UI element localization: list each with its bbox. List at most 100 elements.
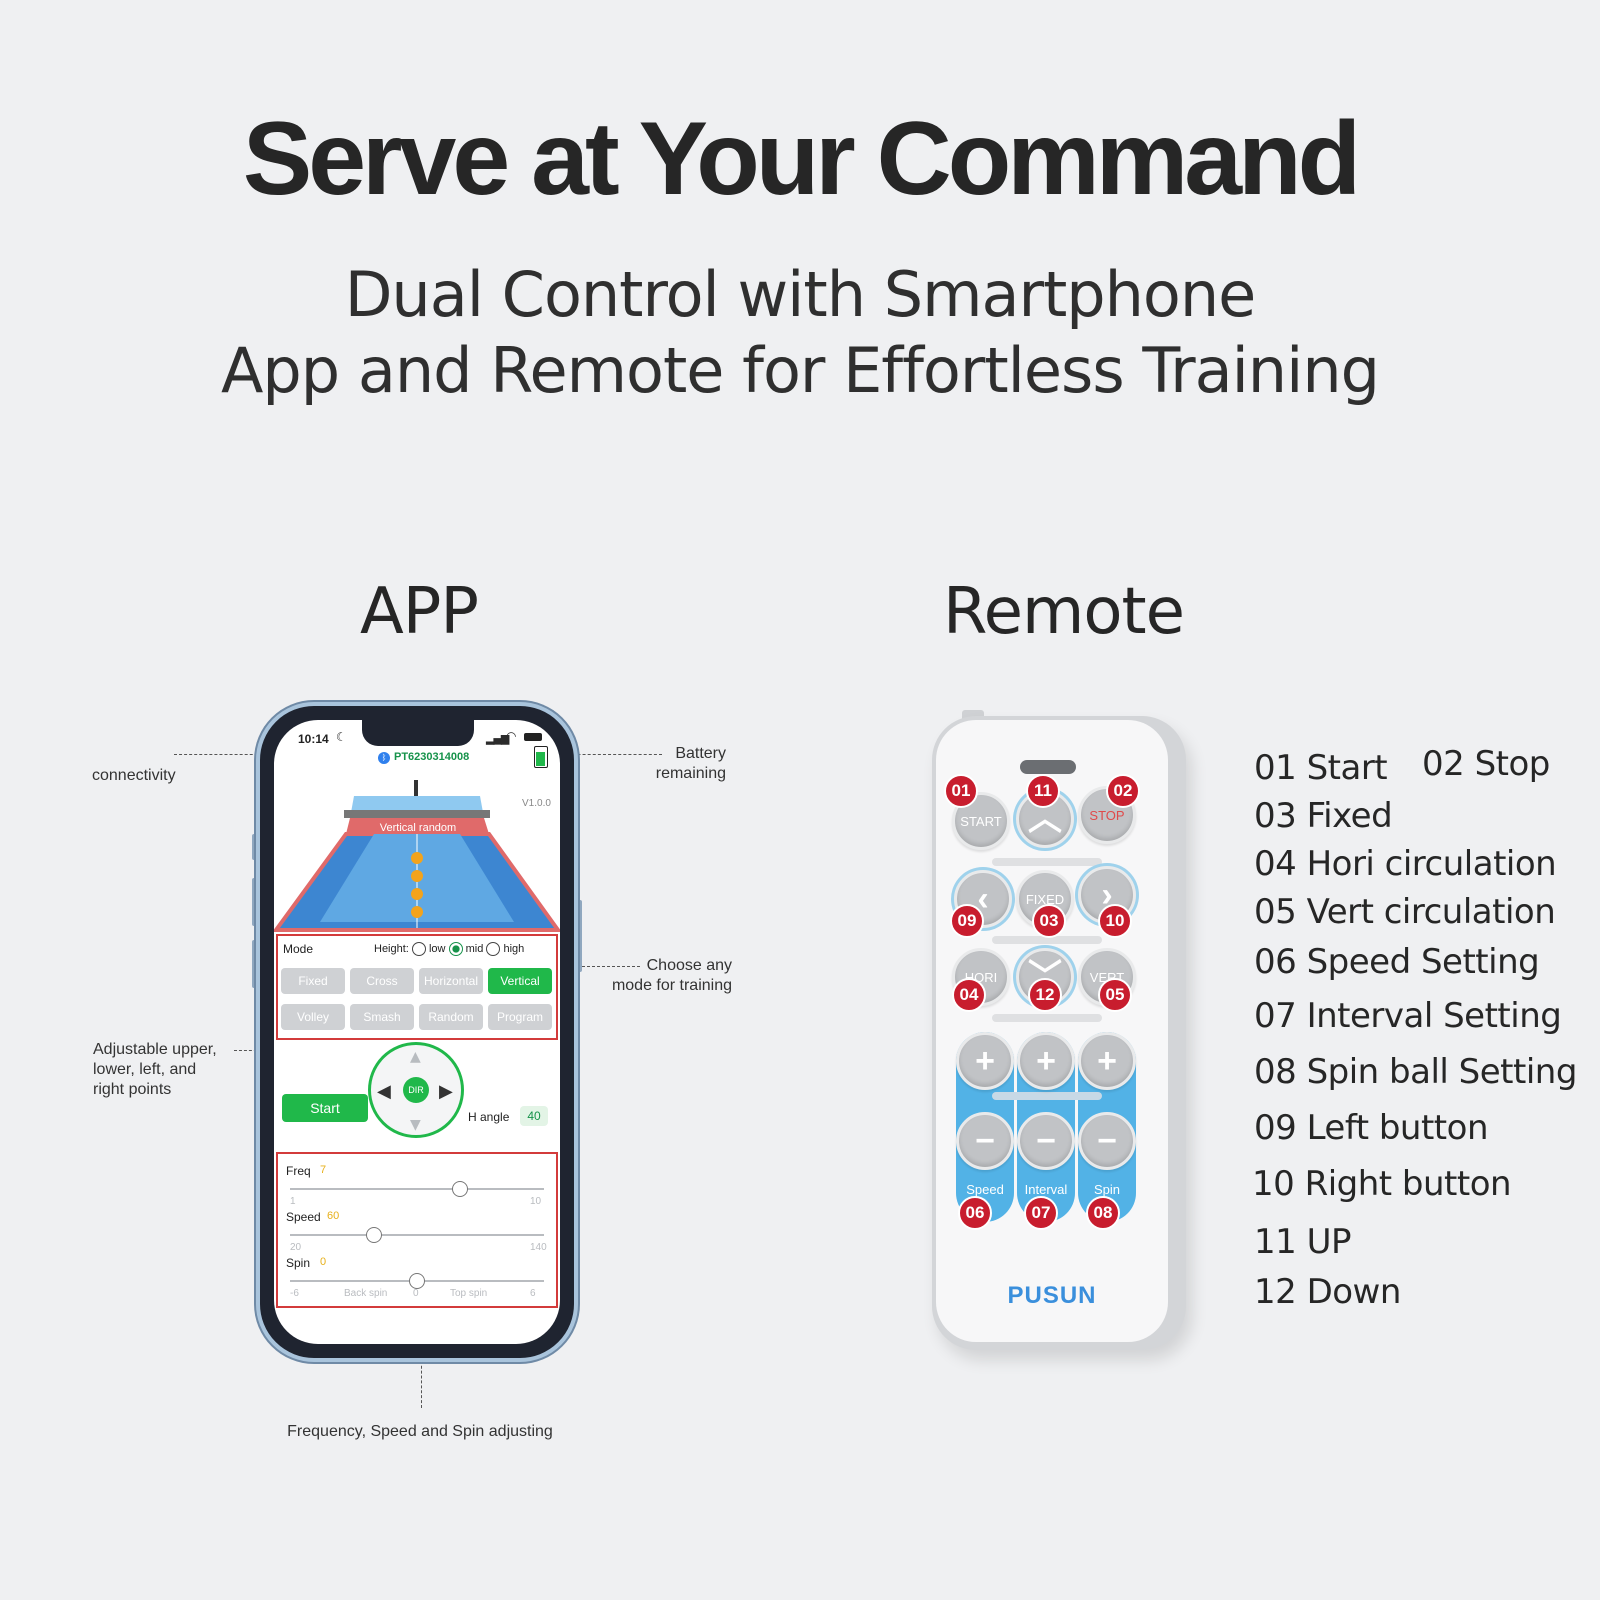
phone-battery-icon <box>524 733 542 741</box>
mode-horizontal-button[interactable]: Horizontal <box>419 968 483 994</box>
freq-slider-max: 10 <box>530 1196 542 1207</box>
mode-volley-button[interactable]: Volley <box>281 1004 345 1030</box>
subtitle-line-2: App and Remote for Effortless Training <box>221 334 1380 407</box>
minus-icon: − <box>975 1122 995 1160</box>
speed-label: Speed <box>966 1182 1004 1197</box>
speed-slider-track[interactable] <box>290 1234 544 1236</box>
h-angle-value[interactable]: 40 <box>520 1106 548 1126</box>
chevron-right-icon: › <box>1101 876 1113 914</box>
page-title: Serve at Your Command <box>242 101 1361 217</box>
wifi-icon: ◠ <box>506 729 517 743</box>
dir-right-icon[interactable]: ▶ <box>439 1081 453 1102</box>
chevron-left-icon: ‹ <box>977 880 989 918</box>
battery-note-2: remaining <box>655 765 726 782</box>
direction-pad[interactable]: ▲ ▼ ◀ ▶ DIR <box>368 1042 464 1138</box>
up-remote-button[interactable]: ︿ <box>1016 790 1074 848</box>
remote-heading: Remote <box>943 575 1185 649</box>
speed-slider-label: Speed <box>286 1210 321 1224</box>
badge-09: 09 <box>950 904 984 938</box>
device-id[interactable]: PT6230314008 <box>394 751 470 763</box>
legend-09: 09 Left button <box>1254 1108 1489 1148</box>
start-button[interactable]: Start <box>282 1094 368 1122</box>
height-mid-radio[interactable] <box>448 942 463 956</box>
speed-minus-button[interactable]: − <box>956 1112 1014 1170</box>
remote-control: START ︿ STOP ‹ FIXED › HORI ﹀ VERT + + +… <box>932 716 1186 1350</box>
spin-plus-button[interactable]: + <box>1078 1032 1136 1090</box>
speed-plus-button[interactable]: + <box>956 1032 1014 1090</box>
robot-battery-icon <box>534 746 548 768</box>
height-low-label: low <box>428 942 446 955</box>
freq-slider-min: 1 <box>290 1196 296 1207</box>
subtitle-line-1: Dual Control with Smartphone <box>344 258 1257 331</box>
phone-mute-switch <box>252 834 256 860</box>
legend-12: 12 Down <box>1254 1272 1401 1312</box>
battery-leader <box>552 754 662 755</box>
table-court-graphic[interactable] <box>274 772 560 932</box>
badge-03: 03 <box>1032 904 1066 938</box>
speed-slider-thumb[interactable] <box>365 1227 382 1243</box>
remote-led-window <box>1020 760 1076 774</box>
spin-slider-min: -6 <box>290 1288 299 1299</box>
remote-divider-2 <box>992 936 1102 944</box>
legend-02: 02 Stop <box>1422 744 1550 784</box>
freq-slider-value: 7 <box>320 1164 327 1176</box>
spin-slider-thumb[interactable] <box>409 1273 425 1289</box>
height-low-radio[interactable] <box>411 942 426 956</box>
app-version: V1.0.0 <box>522 798 551 809</box>
app-screen: 10:14 ☾ ▂▄▆ ◠ ᛒ PT6230314008 V1.0.0 Vert… <box>274 720 560 1344</box>
dir-left-icon[interactable]: ◀ <box>377 1081 391 1102</box>
dir-center-button[interactable]: DIR <box>403 1077 429 1103</box>
phone-notch <box>362 720 474 746</box>
freq-slider-track[interactable] <box>290 1188 544 1190</box>
status-time: 10:14 <box>298 732 329 746</box>
spin-slider-value: 0 <box>320 1256 327 1268</box>
remote-divider-1 <box>992 858 1102 866</box>
spin-minus-button[interactable]: − <box>1078 1112 1136 1170</box>
height-high-radio[interactable] <box>486 942 501 956</box>
plus-icon: + <box>975 1042 995 1080</box>
table-mode-label: Vertical random <box>379 822 457 834</box>
mode-random-button[interactable]: Random <box>419 1004 483 1030</box>
height-label: Height: <box>374 942 409 955</box>
badge-05: 05 <box>1098 978 1132 1012</box>
badge-02: 02 <box>1106 774 1140 808</box>
legend-05: 05 Vert circulation <box>1254 892 1556 932</box>
mode-vertical-button[interactable]: Vertical <box>488 968 552 994</box>
legend-01: 01 Start <box>1254 748 1388 788</box>
mode-fixed-button[interactable]: Fixed <box>281 968 345 994</box>
signal-icon: ▂▄▆ <box>486 732 509 745</box>
legend-08: 08 Spin ball Setting <box>1254 1052 1577 1092</box>
dir-up-icon[interactable]: ▲ <box>410 1049 421 1065</box>
mode-program-button[interactable]: Program <box>488 1004 552 1030</box>
points-note-3: right points <box>93 1081 172 1098</box>
remote-face: START ︿ STOP ‹ FIXED › HORI ﹀ VERT + + +… <box>936 720 1168 1342</box>
interval-minus-button[interactable]: − <box>1017 1112 1075 1170</box>
interval-plus-button[interactable]: + <box>1017 1032 1075 1090</box>
mode-note-2: mode for training <box>611 977 732 994</box>
legend-04: 04 Hori circulation <box>1254 844 1557 884</box>
right-remote-button[interactable]: › <box>1078 866 1136 924</box>
phone-power-button <box>578 900 582 972</box>
legend-11: 11 UP <box>1254 1222 1351 1262</box>
mode-cross-button[interactable]: Cross <box>350 968 414 994</box>
speed-slider-min: 20 <box>290 1242 302 1253</box>
h-angle-label: H angle <box>468 1110 510 1124</box>
badge-04: 04 <box>952 978 986 1012</box>
spin-slider-left-hint: Back spin <box>344 1288 388 1299</box>
sliders-note: Frequency, Speed and Spin adjusting <box>287 1423 553 1440</box>
speed-slider-max: 140 <box>530 1242 547 1253</box>
legend-06: 06 Speed Setting <box>1254 942 1540 982</box>
mode-smash-button[interactable]: Smash <box>350 1004 414 1030</box>
spin-label: Spin <box>1093 1182 1121 1197</box>
plus-icon: + <box>1036 1042 1056 1080</box>
badge-07: 07 <box>1024 1196 1058 1230</box>
brand-logo: PUSUN <box>1007 1282 1097 1309</box>
remote-divider-4 <box>992 1092 1102 1100</box>
dir-down-icon[interactable]: ▼ <box>410 1117 421 1133</box>
height-mid-label: mid <box>465 942 484 955</box>
points-note-2: lower, left, and <box>93 1061 197 1078</box>
smartphone: 10:14 ☾ ▂▄▆ ◠ ᛒ PT6230314008 V1.0.0 Vert… <box>256 702 578 1362</box>
freq-slider-thumb[interactable] <box>452 1181 469 1197</box>
interval-label: Interval <box>1024 1182 1068 1197</box>
